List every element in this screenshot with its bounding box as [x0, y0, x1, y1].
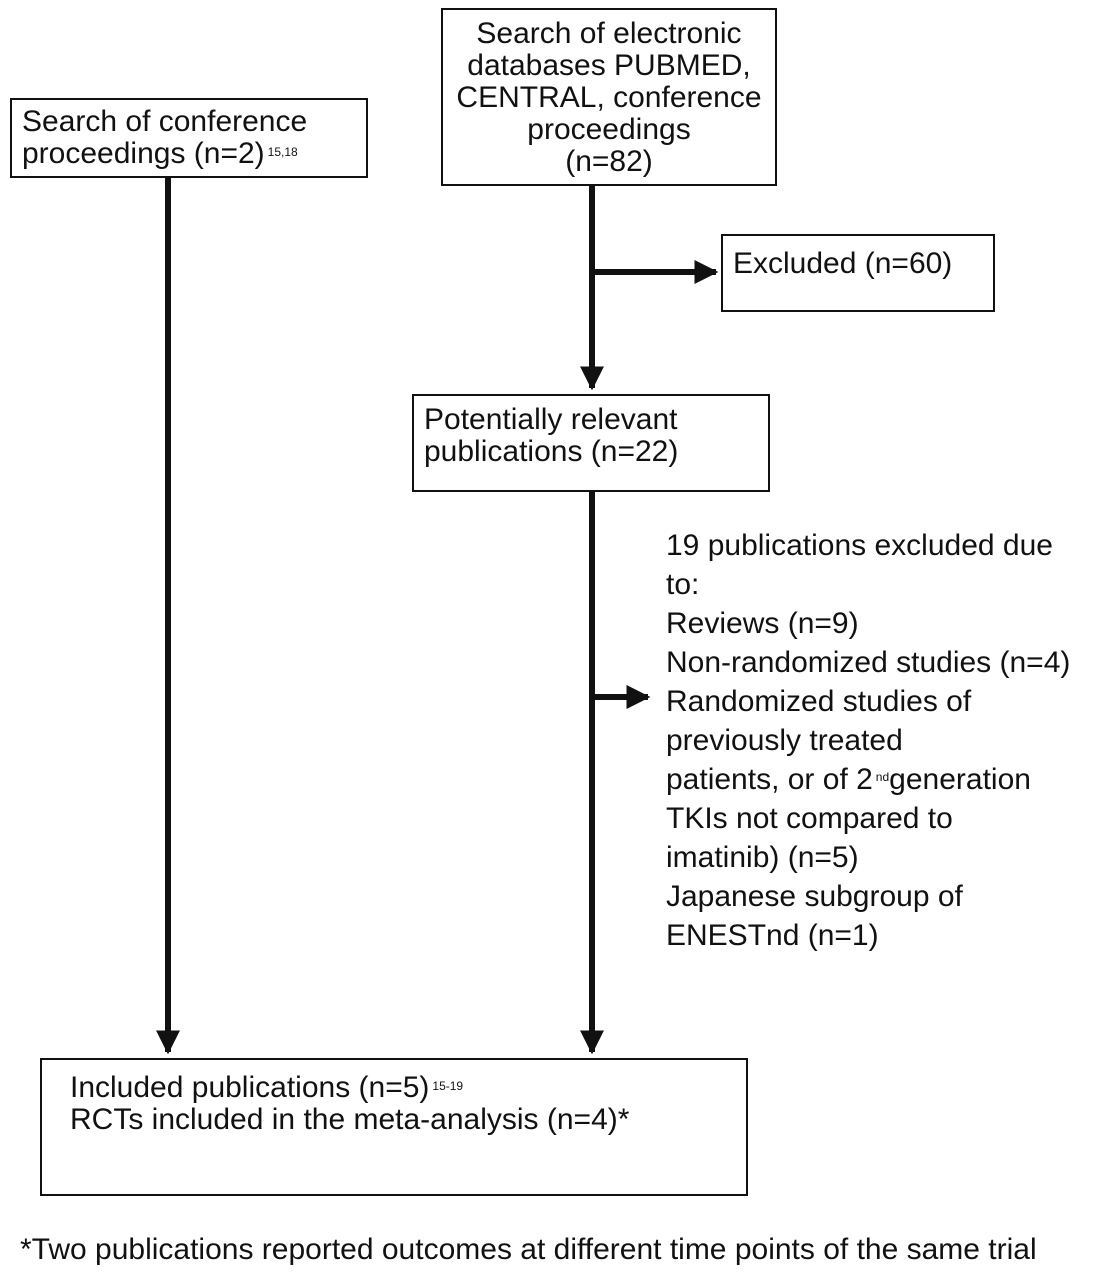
exclusion-reviews: Reviews (n=9): [666, 607, 859, 640]
exclusion-randomized-line-4: TKIs not compared to: [666, 802, 953, 835]
exclusion-nonrandomized: Non-randomized studies (n=4): [666, 646, 1071, 679]
excluded-label: Excluded (n=60): [733, 247, 953, 280]
exclusion-heading-line-1: 19 publications excluded due: [666, 529, 1053, 562]
conference-search-line-2-text: proceedings (n=2): [22, 137, 265, 170]
electronic-search-line-4: proceedings: [527, 113, 691, 146]
electronic-search-line-5: (n=82): [565, 145, 653, 178]
included-publications-box: Included publications (n=5)15-19 RCTs in…: [40, 1058, 748, 1196]
included-line-1: Included publications (n=5)15-19: [70, 1072, 718, 1104]
exclusion-japanese-line-2: ENESTnd (n=1): [666, 919, 879, 952]
exclusion-randomized-line-5: imatinib) (n=5): [666, 841, 859, 874]
footnote: *Two publications reported outcomes at d…: [20, 1233, 1037, 1266]
exclusion-japanese-line-1: Japanese subgroup of: [666, 880, 963, 913]
relevant-publications-box: Potentially relevant publications (n=22): [412, 394, 770, 492]
exclusion-gen-before: patients, or of 2: [666, 763, 873, 796]
excluded-box: Excluded (n=60): [721, 234, 995, 312]
electronic-search-line-3: CENTRAL, conference: [456, 81, 762, 114]
conference-search-line-2: proceedings (n=2)15,18: [22, 138, 356, 170]
exclusion-randomized-line-2: previously treated: [666, 724, 903, 757]
conference-search-box: Search of conference proceedings (n=2)15…: [10, 98, 368, 178]
exclusion-reasons-list: 19 publications excluded due to: Reviews…: [666, 526, 1070, 955]
included-line-1-text: Included publications (n=5): [70, 1071, 430, 1104]
exclusion-randomized-line-1: Randomized studies of: [666, 685, 972, 718]
conference-search-citation: 15,18: [267, 145, 298, 159]
relevant-line-2: publications (n=22): [424, 435, 679, 468]
exclusion-gen-after: generation: [889, 763, 1031, 796]
included-citation: 15-19: [432, 1079, 464, 1093]
relevant-line-1: Potentially relevant: [424, 403, 678, 436]
exclusion-gen-sup: nd: [875, 770, 890, 784]
exclusion-heading-line-2: to:: [666, 568, 700, 601]
electronic-search-box: Search of electronic databases PUBMED, C…: [441, 8, 777, 186]
included-line-2: RCTs included in the meta-analysis (n=4)…: [70, 1103, 630, 1136]
electronic-search-line-2: databases PUBMED,: [467, 49, 751, 82]
conference-search-line-1: Search of conference: [22, 105, 308, 138]
electronic-search-line-1: Search of electronic: [476, 17, 742, 50]
